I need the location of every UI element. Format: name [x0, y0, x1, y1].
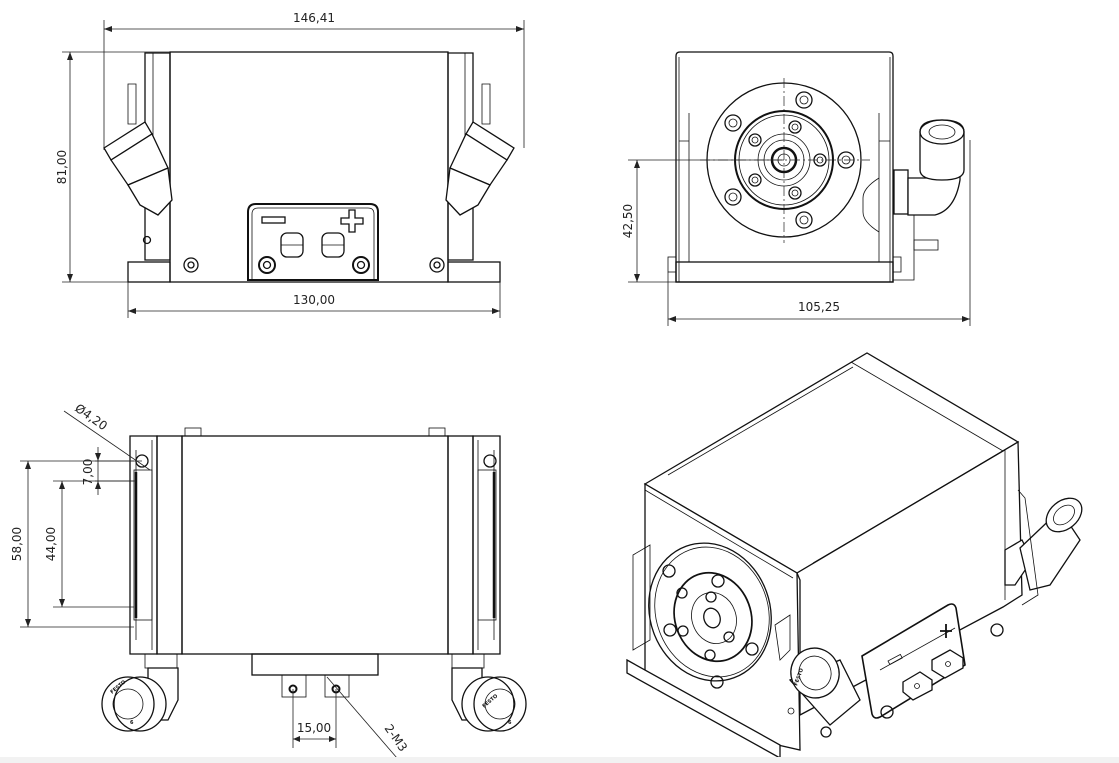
- dim-base-width: 130,00: [127, 282, 501, 318]
- plus-symbol: [340, 209, 364, 233]
- dim-thread-spacing: 15,00: [292, 689, 337, 748]
- dim-height: 81,00: [55, 51, 170, 283]
- dim-label-height: 81,00: [55, 150, 69, 184]
- fitting-size-label-right: 6: [508, 720, 512, 726]
- side-body: [675, 51, 894, 283]
- connector-panel: [247, 203, 379, 281]
- iso-right-face: [796, 440, 1023, 717]
- dim-label-axis-height: 42,50: [621, 204, 635, 238]
- sheet-bottom-margin: [0, 757, 1119, 763]
- dim-label-hole-offset: 7,00: [81, 459, 95, 486]
- bottom-body: [181, 435, 449, 655]
- iso-front-fitting: FESTO: [788, 647, 861, 738]
- dim-label-thread-callout: 2-M3: [382, 722, 411, 755]
- iso-connector-panel: [861, 603, 966, 719]
- dim-hole-offset: 7,00: [81, 447, 142, 495]
- fitting-size-label: 6: [130, 720, 134, 726]
- dim-label-thread-spacing: 15,00: [297, 721, 331, 735]
- dim-slot-length: 44,00: [44, 480, 134, 608]
- iso-fitting-brand-label: FESTO: [793, 668, 805, 687]
- dim-label-hole-spacing: 58,00: [10, 527, 24, 561]
- bottom-view: FESTO 6 FESTO 6 Ø4,20 7,00 44,00: [10, 401, 527, 759]
- dim-label-overall-width: 146,41: [293, 11, 335, 25]
- bottom-left-fitting: FESTO 6: [101, 653, 179, 732]
- dim-label-overall-depth: 105,25: [798, 300, 840, 314]
- dim-axis-height: 42,50: [621, 159, 784, 283]
- dim-overall-depth: 105,25: [667, 140, 971, 326]
- side-elbow-fitting: [862, 119, 965, 233]
- minus-symbol: [261, 216, 286, 224]
- front-view: 146,41 81,00 130,00: [55, 11, 525, 318]
- rotary-flange: [700, 78, 870, 243]
- iso-front-face: [644, 482, 801, 751]
- dim-label-base-width: 130,00: [293, 293, 335, 307]
- dim-label-slot-length: 44,00: [44, 527, 58, 561]
- dim-hole-spacing: 58,00: [10, 460, 134, 628]
- left-elbow-fitting: [103, 121, 173, 216]
- right-elbow-fitting: [445, 121, 515, 216]
- outer-bolt-circle: [724, 91, 855, 229]
- isometric-view: FESTO: [626, 352, 1083, 760]
- bottom-right-fitting: FESTO 6: [451, 653, 527, 732]
- dim-label-hole-diameter: Ø4,20: [72, 401, 110, 433]
- side-view: 42,50 105,25: [621, 51, 971, 326]
- dim-overall-width: 146,41: [103, 11, 525, 150]
- right-mounting-rail: [472, 435, 501, 655]
- right-foot: [447, 261, 501, 283]
- iso-rotary-flange: [648, 542, 772, 689]
- left-foot: [127, 261, 171, 283]
